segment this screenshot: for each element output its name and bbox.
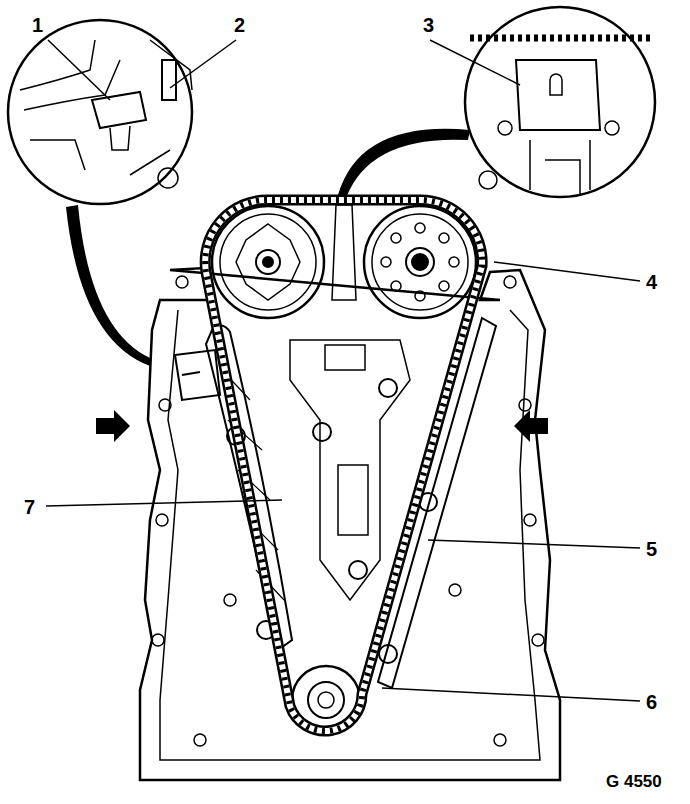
callout-number: 3 (421, 14, 436, 36)
callout-number: 6 (644, 691, 659, 713)
camshaft-sprocket-right (364, 206, 476, 318)
inset-pointer-left (66, 205, 150, 366)
block-window (338, 465, 368, 535)
position-arrow-left (96, 410, 130, 442)
callout-number: 5 (644, 538, 659, 560)
leader-lines (46, 40, 640, 701)
housing-outline (140, 268, 560, 780)
chain-guide (378, 318, 496, 688)
position-arrow-right (514, 410, 548, 442)
callout-number: 1 (30, 14, 45, 36)
callout-number: 7 (22, 496, 37, 518)
chain-tensioner (175, 350, 220, 400)
housing-bolt-holes (152, 276, 544, 746)
upper-chain-guide (332, 205, 356, 300)
block-web (290, 340, 410, 600)
camshaft-sprocket-left (212, 206, 324, 318)
callout-number: 4 (644, 271, 659, 293)
oil-pump-port (325, 345, 365, 370)
inset-pointer-right (338, 129, 470, 198)
timing-chain (205, 200, 482, 731)
callout-number: 2 (232, 14, 247, 36)
figure-code: G 4550 (604, 772, 664, 791)
detail-inset-right (465, 7, 655, 197)
detail-inset-left (8, 20, 192, 204)
